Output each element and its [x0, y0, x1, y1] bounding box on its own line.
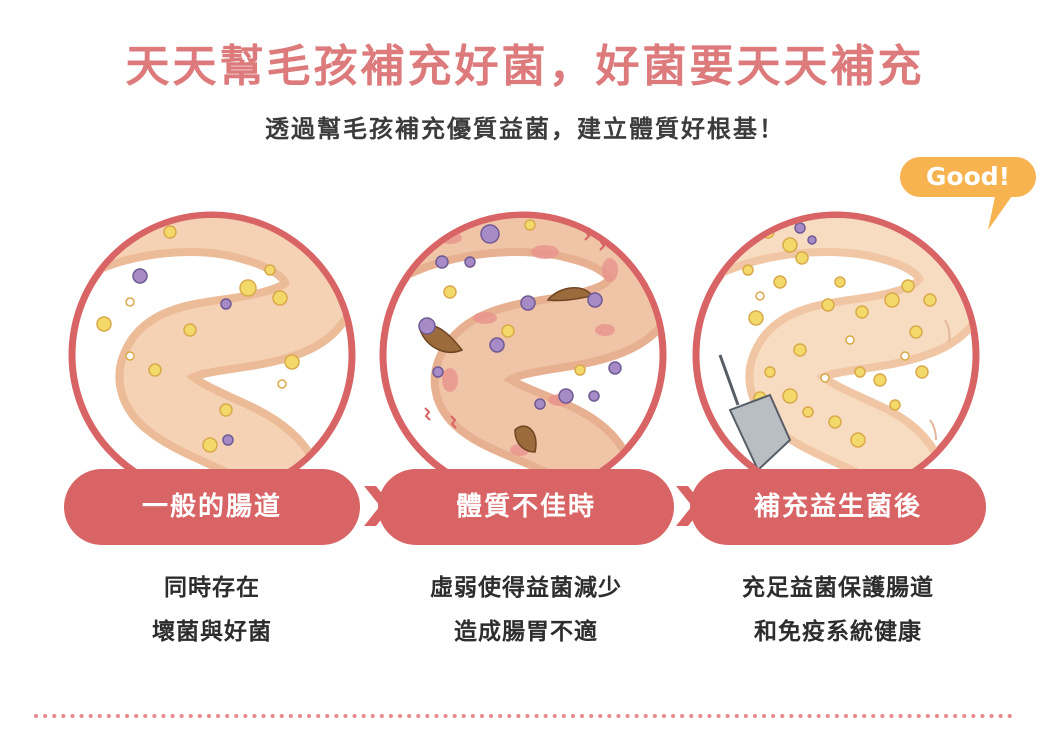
stage-description-line: 和免疫系統健康 [754, 619, 922, 645]
speech-bubble [900, 157, 1036, 230]
poor-intestine-illustration [379, 211, 667, 499]
stage-description-line: 壞菌與好菌 [152, 619, 272, 645]
stage-label-poor: 體質不佳時 [378, 469, 674, 545]
stage-description-normal: 同時存在 壞菌與好菌 [62, 566, 362, 654]
stage-description-line: 虛弱使得益菌減少 [430, 575, 622, 601]
stage-description-healthy: 充足益菌保護腸道 和免疫系統健康 [688, 566, 988, 654]
stage-label-healthy: 補充益生菌後 [690, 469, 986, 545]
good-badge-text: Good! [925, 162, 1011, 191]
stage-label-normal: 一般的腸道 [64, 469, 360, 545]
normal-intestine-illustration [68, 211, 356, 499]
stage-description-line: 充足益菌保護腸道 [742, 575, 934, 601]
dotted-divider [34, 714, 1020, 718]
stage-description-line: 同時存在 [164, 575, 260, 601]
page-title: 天天幫毛孩補充好菌，好菌要天天補充 [125, 41, 925, 92]
stage-description-poor: 虛弱使得益菌減少 造成腸胃不適 [376, 566, 676, 654]
healthy-intestine-illustration [692, 211, 980, 499]
page-subtitle: 透過幫毛孩補充優質益菌，建立體質好根基！ [265, 115, 785, 143]
stage-description-line: 造成腸胃不適 [454, 619, 598, 645]
